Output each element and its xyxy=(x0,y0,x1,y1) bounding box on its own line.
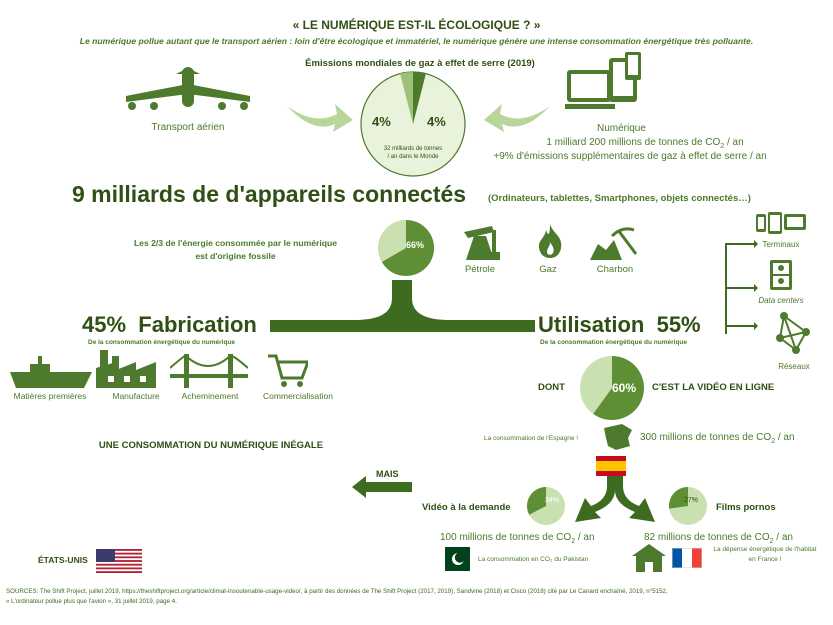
fossil-pct: 66% xyxy=(406,240,425,250)
pakistan-flag-icon xyxy=(436,547,470,571)
emissions-title: Émissions mondiales de gaz à effet de se… xyxy=(305,58,535,69)
france-note-1: La dépense énergétique de l'habitat xyxy=(713,546,817,553)
devices-icon xyxy=(565,52,641,109)
fossil-pie xyxy=(378,219,435,276)
fabrication-heading: 45% Fabrication xyxy=(82,312,257,337)
usa-label: ÉTATS-UNIS xyxy=(38,555,88,565)
target-label-terminals: Terminaux xyxy=(762,240,800,249)
gas-flame-icon xyxy=(538,224,562,258)
target-label-datacenters: Data centers xyxy=(758,296,804,305)
factory-icon xyxy=(96,350,156,388)
vod-pie xyxy=(527,487,565,525)
step-label-commerce: Commercialisation xyxy=(263,391,333,401)
france-flag-icon xyxy=(672,548,702,568)
emissions-note-1: 32 milliards de tonnes xyxy=(383,146,443,152)
dont-label: DONT xyxy=(538,382,565,393)
oil-pump-icon xyxy=(464,226,500,260)
house-icon xyxy=(632,544,666,572)
spain-stat: 300 millions de tonnes de CO2 / an xyxy=(640,432,795,445)
split-connector xyxy=(270,280,535,332)
spain-flag-icon xyxy=(596,456,626,476)
numerique-stat-1: 1 milliard 200 millions de tonnes de CO2… xyxy=(546,137,744,150)
usa-flag-icon xyxy=(96,549,142,573)
emissions-right-pct: 4% xyxy=(427,114,446,129)
step-label-raw: Matières premières xyxy=(13,391,87,401)
emissions-note-2: / an dans le Monde xyxy=(387,154,439,160)
sources-line-1: SOURCES: The Shift Project, juillet 2019… xyxy=(6,588,668,595)
page-subtitle: Le numérique pollue autant que le transp… xyxy=(79,36,754,46)
fossil-text-2: est d'origine fossile xyxy=(195,251,276,261)
video-pie xyxy=(580,356,644,420)
step-label-manufacture: Manufacture xyxy=(112,391,160,401)
utilisation-heading: Utilisation 55% xyxy=(538,312,701,337)
numerique-label: Numérique xyxy=(597,123,646,134)
arrow-left-icon xyxy=(484,104,550,132)
mais-label: MAIS xyxy=(376,469,399,479)
porn-pie xyxy=(668,486,707,525)
vod-label: Vidéo à la demande xyxy=(422,502,511,513)
arrow-back-icon xyxy=(352,476,412,498)
spain-note: La consommation de l'Espagne ! xyxy=(484,435,579,442)
fabrication-note: De la consommation énergétique du numéri… xyxy=(88,339,235,346)
fuel-label-coal: Charbon xyxy=(596,264,634,275)
fuel-label-gas: Gaz xyxy=(539,264,557,275)
cargo-ship-icon xyxy=(10,356,92,388)
terminals-icon xyxy=(756,212,806,234)
porn-label: Films pornos xyxy=(716,502,776,513)
network-icon xyxy=(776,312,810,354)
fossil-text-1: Les 2/3 de l'énergie consommée par le nu… xyxy=(133,238,338,248)
porn-pct: 27% xyxy=(684,497,699,504)
shopping-cart-icon xyxy=(268,354,308,387)
pakistan-note: La consommation en CO₂ du Pakistan xyxy=(478,556,589,563)
porn-stat: 82 millions de tonnes de CO2 / an xyxy=(644,532,793,545)
airplane-icon xyxy=(126,67,250,110)
step-label-transport: Acheminement xyxy=(181,391,239,401)
vod-pct: 34% xyxy=(545,497,560,504)
coal-pickaxe-icon xyxy=(590,227,638,260)
spain-map-icon xyxy=(604,424,632,450)
fuel-label-oil: Pétrole xyxy=(464,264,496,275)
utilisation-note: De la consommation énergétique du numéri… xyxy=(540,339,687,346)
usage-tree-connector xyxy=(725,240,758,334)
page-title: « LE NUMÉRIQUE EST-IL ÉCOLOGIQUE ? » xyxy=(292,18,541,32)
devices-headline: 9 milliards de d'appareils connectés xyxy=(72,181,467,207)
bridge-icon xyxy=(170,354,248,388)
sources-line-2: « L'ordinateur pollue plus que l'avion »… xyxy=(6,598,177,605)
target-label-networks: Réseaux xyxy=(778,362,810,371)
devices-headline-note: (Ordinateurs, tablettes, Smartphones, ob… xyxy=(488,193,751,204)
emissions-left-pct: 4% xyxy=(372,114,391,129)
france-note-2: en France ! xyxy=(748,556,782,563)
transport-label: Transport aérien xyxy=(151,122,225,133)
emissions-pie xyxy=(360,71,466,177)
fork-arrows-icon xyxy=(575,476,655,522)
video-pct: 60% xyxy=(612,381,637,395)
video-label: C'EST LA VIDÉO EN LIGNE xyxy=(652,382,775,393)
inequality-title: UNE CONSOMMATION DU NUMÉRIQUE INÉGALE xyxy=(98,440,324,451)
arrow-right-icon xyxy=(287,104,353,132)
numerique-stat-2: +9% d'émissions supplémentaires de gaz à… xyxy=(493,151,767,162)
data-center-icon xyxy=(770,260,792,290)
vod-stat: 100 millions de tonnes de CO2 / an xyxy=(440,532,595,545)
